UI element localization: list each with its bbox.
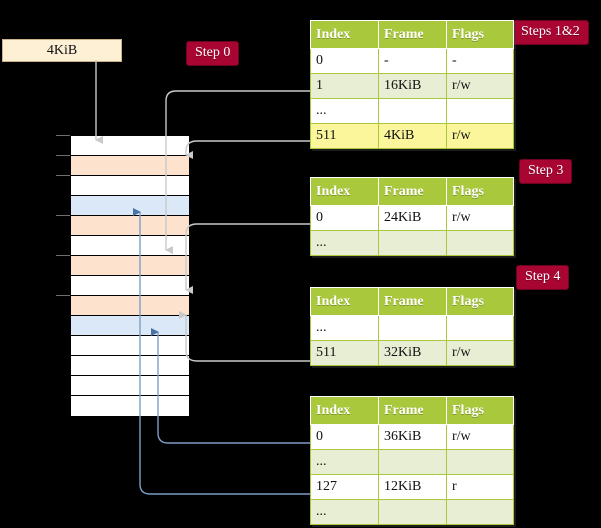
table-cell: ... (310, 98, 379, 124)
memory-frame-row (71, 376, 189, 396)
table-cell: 0 (310, 48, 379, 74)
table-cell: 1 (310, 73, 379, 99)
table-cell: 16KiB (378, 73, 447, 99)
column-header-index: Index (310, 177, 379, 206)
table-row: ... (310, 98, 514, 124)
table-cell (446, 98, 514, 124)
memory-frame-row (71, 136, 189, 156)
table-cell: 511 (310, 340, 379, 366)
table-cell (378, 98, 447, 124)
table-cell: 0 (310, 424, 379, 450)
memory-frame-row (71, 276, 189, 296)
virtual-address-label: 4KiB (46, 42, 78, 58)
column-header-flags: Flags (446, 396, 514, 425)
virtual-address-box: 4KiB (2, 39, 122, 62)
table-cell: ... (310, 499, 379, 525)
table-row: 0-- (310, 48, 514, 74)
memory-frame-row (71, 236, 189, 256)
table-row: ... (310, 449, 514, 475)
table-cell: 32KiB (378, 340, 447, 366)
table-cell: r/w (446, 424, 514, 450)
step-badge-step4: Step 4 (516, 265, 570, 290)
memory-tick (56, 135, 70, 136)
column-header-frame: Frame (378, 287, 447, 316)
memory-frame-row (71, 256, 189, 276)
memory-frame-row (71, 176, 189, 196)
table-cell: - (446, 48, 514, 74)
table-cell: 36KiB (378, 424, 447, 450)
table-cell: 511 (310, 123, 379, 149)
memory-frame-row (71, 336, 189, 356)
memory-frame-row (71, 396, 189, 416)
step-badge-step3: Step 3 (519, 159, 573, 184)
table-cell: 24KiB (378, 205, 447, 231)
memory-tick (56, 215, 70, 216)
table-row: ... (310, 315, 514, 341)
memory-frame-row (71, 196, 189, 216)
memory-frame-row (71, 356, 189, 376)
step-badge-step0: Step 0 (186, 41, 240, 66)
memory-tick (56, 295, 70, 296)
memory-frame-row (71, 296, 189, 316)
memory-frame-row (71, 316, 189, 336)
table-cell: r/w (446, 123, 514, 149)
column-header-frame: Frame (378, 20, 447, 49)
memory-tick (56, 255, 70, 256)
column-header-index: Index (310, 396, 379, 425)
table-cell (446, 449, 514, 475)
table-row: ... (310, 230, 514, 256)
table-cell: 12KiB (378, 474, 447, 500)
table-cell: - (378, 48, 447, 74)
table-cell: 127 (310, 474, 379, 500)
column-header-index: Index (310, 287, 379, 316)
table-cell: ... (310, 449, 379, 475)
column-header-frame: Frame (378, 396, 447, 425)
table-cell (446, 230, 514, 256)
table-cell (378, 449, 447, 475)
memory-frame-row (71, 216, 189, 236)
table-cell: ... (310, 230, 379, 256)
table-cell: r/w (446, 73, 514, 99)
table-cell (378, 230, 447, 256)
column-header-frame: Frame (378, 177, 447, 206)
memory-tick (56, 155, 70, 156)
table-cell: r/w (446, 205, 514, 231)
table-cell: 4KiB (378, 123, 447, 149)
column-header-index: Index (310, 20, 379, 49)
physical-memory-column (70, 135, 190, 416)
table-cell (446, 499, 514, 525)
memory-frame-row (71, 156, 189, 176)
column-header-flags: Flags (446, 20, 514, 49)
column-header-flags: Flags (446, 287, 514, 316)
memory-tick (56, 175, 70, 176)
table-cell: r/w (446, 340, 514, 366)
table-cell (378, 499, 447, 525)
table-row: ... (310, 499, 514, 525)
table-cell (378, 315, 447, 341)
table-cell: r (446, 474, 514, 500)
step-badge-steps12: Steps 1&2 (512, 20, 589, 45)
table-cell: ... (310, 315, 379, 341)
column-header-flags: Flags (446, 177, 514, 206)
table-cell: 0 (310, 205, 379, 231)
table-cell (446, 315, 514, 341)
